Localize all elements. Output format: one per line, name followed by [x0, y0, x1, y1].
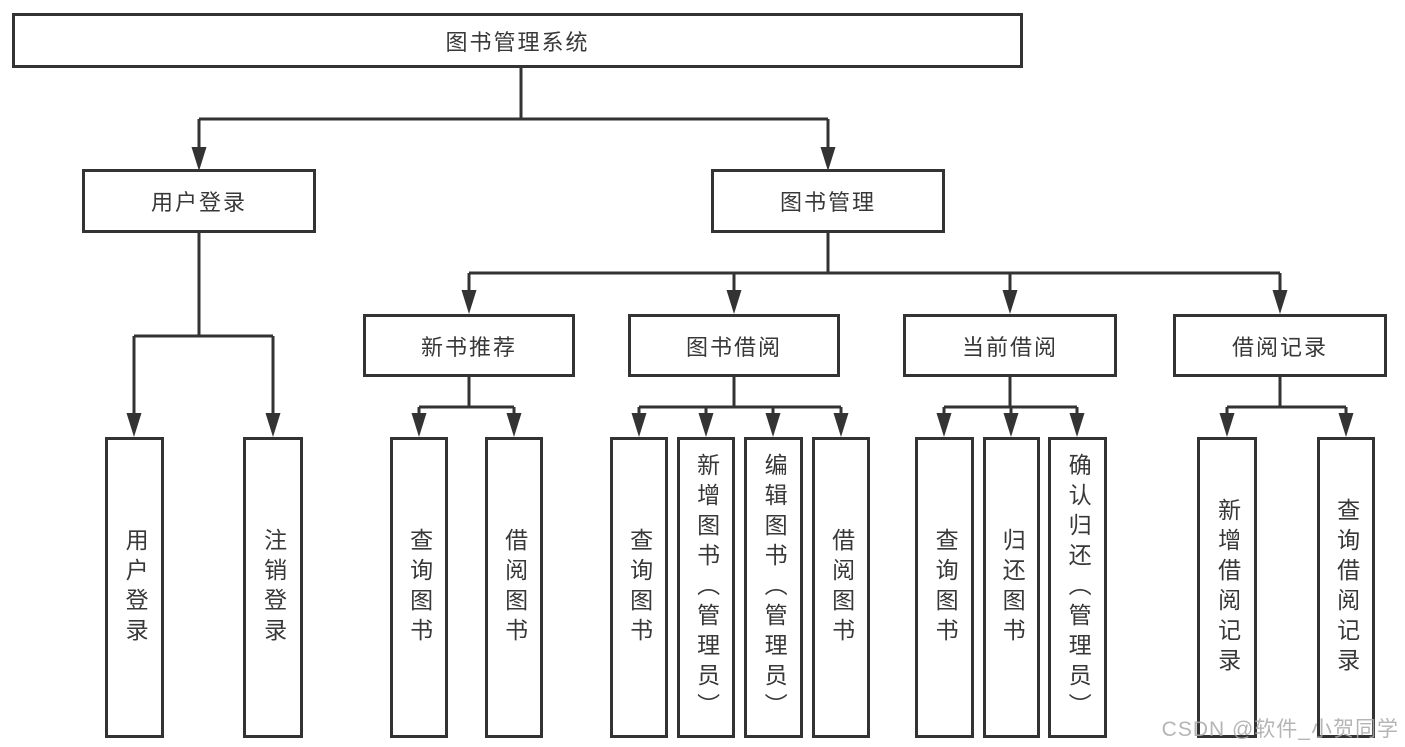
connector-new-book-branch	[417, 377, 516, 416]
node-leaf-return-book: 归还图书	[983, 437, 1040, 738]
node-new-book-recommend: 新书推荐	[363, 314, 575, 377]
node-label: 借阅图书	[828, 527, 855, 648]
arrowhead	[191, 147, 207, 171]
arrowhead	[698, 413, 714, 437]
arrowhead	[411, 413, 427, 437]
node-label: 借阅图书	[501, 527, 528, 648]
node-book-borrow: 图书借阅	[628, 314, 840, 377]
node-user-login: 用户登录	[82, 169, 316, 233]
node-leaf-add-borrow-record: 新增借阅记录	[1197, 437, 1257, 738]
node-book-management: 图书管理	[711, 169, 945, 233]
node-leaf-user-login: 用户登录	[105, 437, 164, 738]
arrowhead	[1003, 413, 1019, 437]
node-label: 图书管理系统	[445, 29, 590, 55]
arrowhead	[936, 413, 952, 437]
node-label: 新增借阅记录	[1214, 497, 1241, 678]
node-label: 借阅记录	[1231, 334, 1328, 360]
node-borrow-records: 借阅记录	[1173, 314, 1387, 377]
arrowhead	[1338, 413, 1354, 437]
node-label: 图书管理	[779, 190, 876, 215]
arrowhead	[833, 413, 849, 437]
node-leaf-query-books-3: 查询图书	[915, 437, 974, 738]
node-leaf-borrow-books-2: 借阅图书	[812, 437, 870, 738]
node-label: 归还图书	[999, 527, 1026, 648]
node-label: 当前借阅	[961, 334, 1058, 360]
arrowhead	[1272, 290, 1288, 314]
csdn-watermark: CSDN @软件_小贺同学	[1161, 718, 1399, 741]
node-leaf-add-book-admin: 新增图书（管理员）	[677, 437, 735, 738]
connector-book-borrow-branch	[637, 377, 843, 416]
node-label: 查询图书	[932, 527, 959, 648]
connector-borrow-records-branch	[1225, 377, 1348, 416]
node-label: 用户登录	[122, 527, 149, 648]
arrowhead	[1219, 413, 1235, 437]
node-label: 图书借阅	[685, 334, 782, 360]
arrowhead	[765, 413, 781, 437]
arrowhead	[506, 413, 522, 437]
arrowhead	[461, 290, 477, 314]
node-label: 查询借阅记录	[1333, 497, 1360, 678]
arrowhead	[631, 413, 647, 437]
arrowhead	[265, 413, 281, 437]
node-leaf-query-books-2: 查询图书	[610, 437, 668, 738]
connector-current-borrow-branch	[942, 377, 1079, 416]
node-label: 新增图书（管理员）	[693, 452, 720, 723]
node-label: 用户登录	[150, 190, 247, 215]
node-leaf-query-borrow-record: 查询借阅记录	[1317, 437, 1375, 738]
node-current-borrow: 当前借阅	[903, 314, 1117, 377]
arrowhead	[1002, 290, 1018, 314]
node-leaf-confirm-return-admin: 确认归还（管理员）	[1048, 437, 1107, 738]
node-label: 确认归还（管理员）	[1065, 452, 1092, 723]
connector-root-to-level2	[197, 68, 830, 150]
arrowhead	[726, 290, 742, 314]
node-label: 新书推荐	[420, 334, 517, 360]
node-leaf-edit-book-admin: 编辑图书（管理员）	[744, 437, 803, 738]
arrowhead	[820, 147, 836, 171]
connector-user-login-branch	[132, 233, 275, 416]
node-leaf-query-books-1: 查询图书	[390, 437, 448, 738]
connector-book-management-branch	[467, 233, 1282, 293]
node-leaf-borrow-books-1: 借阅图书	[485, 437, 543, 738]
node-label: 编辑图书（管理员）	[761, 452, 788, 723]
arrowhead	[126, 413, 142, 437]
arrowhead	[1069, 413, 1085, 437]
node-label: 查询图书	[406, 527, 433, 648]
node-library-management-system: 图书管理系统	[12, 13, 1023, 68]
node-leaf-logout: 注销登录	[243, 437, 303, 738]
node-label: 查询图书	[626, 527, 653, 648]
node-label: 注销登录	[260, 527, 287, 648]
